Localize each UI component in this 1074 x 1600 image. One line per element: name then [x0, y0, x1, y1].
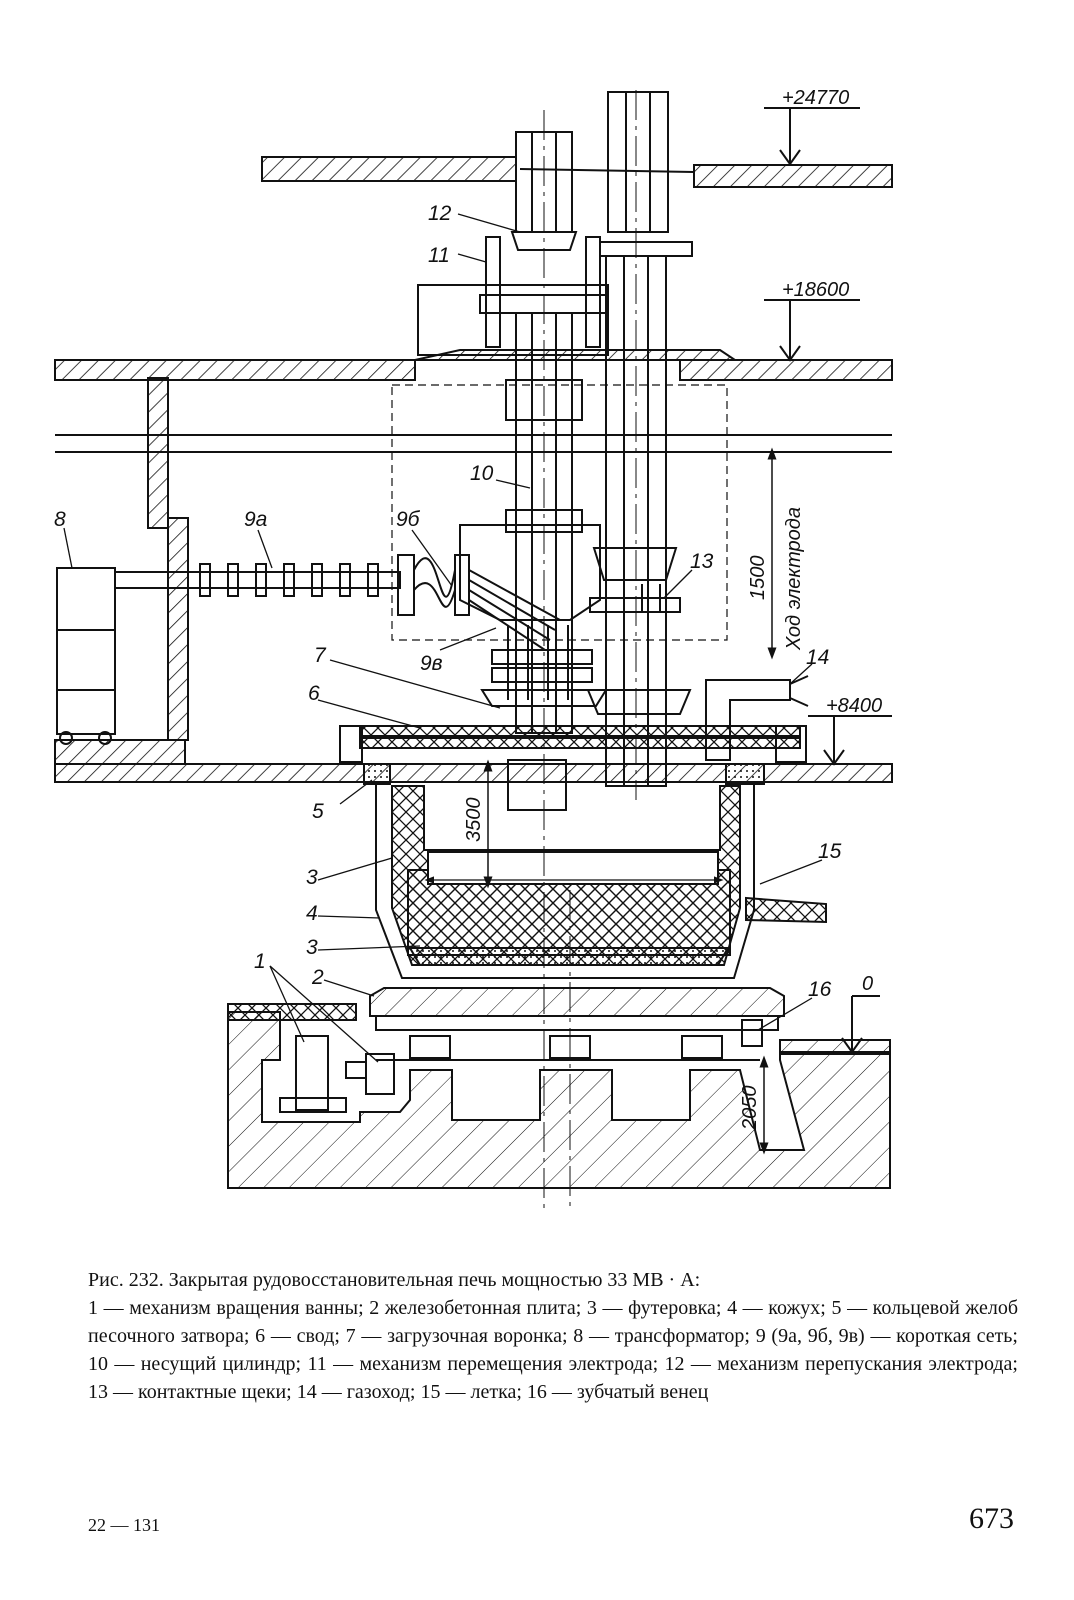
label-12: 12	[428, 202, 452, 225]
elevation-18600: +18600	[782, 279, 849, 301]
furnace-roof-6	[359, 725, 801, 737]
gas-duct-14	[705, 679, 791, 761]
dimension-3500: 3500	[463, 798, 485, 843]
label-9v: 9в	[420, 652, 443, 675]
dimension-1500: 1500	[747, 556, 769, 601]
label-8: 8	[54, 508, 66, 531]
caption-legend: 1 — механизм вращения ванны; 2 железобет…	[88, 1297, 1018, 1403]
gear-rim-16	[741, 1019, 763, 1047]
electrode-2-upper	[607, 91, 669, 233]
label-13: 13	[690, 550, 714, 573]
label-5: 5	[312, 800, 324, 823]
floor-8400	[54, 763, 893, 783]
transformer	[56, 567, 116, 735]
label-1: 1	[254, 950, 266, 973]
label-4: 4	[306, 902, 318, 925]
label-11: 11	[428, 244, 450, 267]
label-16: 16	[808, 978, 832, 1001]
label-2: 2	[311, 966, 324, 989]
dimension-2050: 2050	[739, 1086, 761, 1132]
flexible-leads-9b	[413, 557, 456, 598]
label-9b: 9б	[396, 508, 421, 531]
label-14: 14	[806, 646, 829, 669]
loading-hopper-7	[459, 524, 601, 621]
electrode-stroke-label: Ход электрода	[783, 507, 805, 651]
furnace-drawing: 1 2 3 3 4 5 6 7 8 9а 9б 9в 10 11 12 13 1…	[54, 87, 893, 1210]
floor-18600-left	[54, 359, 416, 381]
rotation-mechanism-1	[295, 1035, 329, 1111]
label-3b: 3	[306, 936, 318, 959]
page-number: 673	[969, 1502, 1014, 1535]
concrete-slab-2	[369, 987, 785, 1017]
label-3a: 3	[306, 866, 318, 889]
contact-jaws-13	[592, 547, 678, 581]
floor-24770-right	[693, 164, 893, 188]
mechanism-11	[485, 236, 501, 348]
figure-caption: Рис. 232. Закрытая рудовосстановительная…	[88, 1266, 1018, 1406]
sheet-code: 22 — 131	[88, 1515, 160, 1535]
tap-hole-15	[745, 896, 827, 924]
sand-seal-5	[363, 763, 391, 785]
furnace-shell-4	[375, 784, 755, 979]
caption-title: Рис. 232. Закрытая рудовосстановительная…	[88, 1269, 701, 1291]
water-pipes-9v	[468, 569, 561, 651]
floor-24770	[261, 156, 517, 182]
floor-18600-right	[679, 359, 893, 381]
elevation-8400: +8400	[826, 695, 882, 717]
elevation-0: 0	[862, 973, 873, 995]
label-10: 10	[470, 462, 494, 485]
label-6: 6	[308, 682, 320, 705]
elevation-24770: +24770	[782, 87, 849, 109]
label-9a: 9а	[244, 508, 267, 531]
label-15: 15	[818, 840, 842, 863]
label-7: 7	[314, 644, 327, 667]
busbar-9a	[114, 571, 401, 589]
